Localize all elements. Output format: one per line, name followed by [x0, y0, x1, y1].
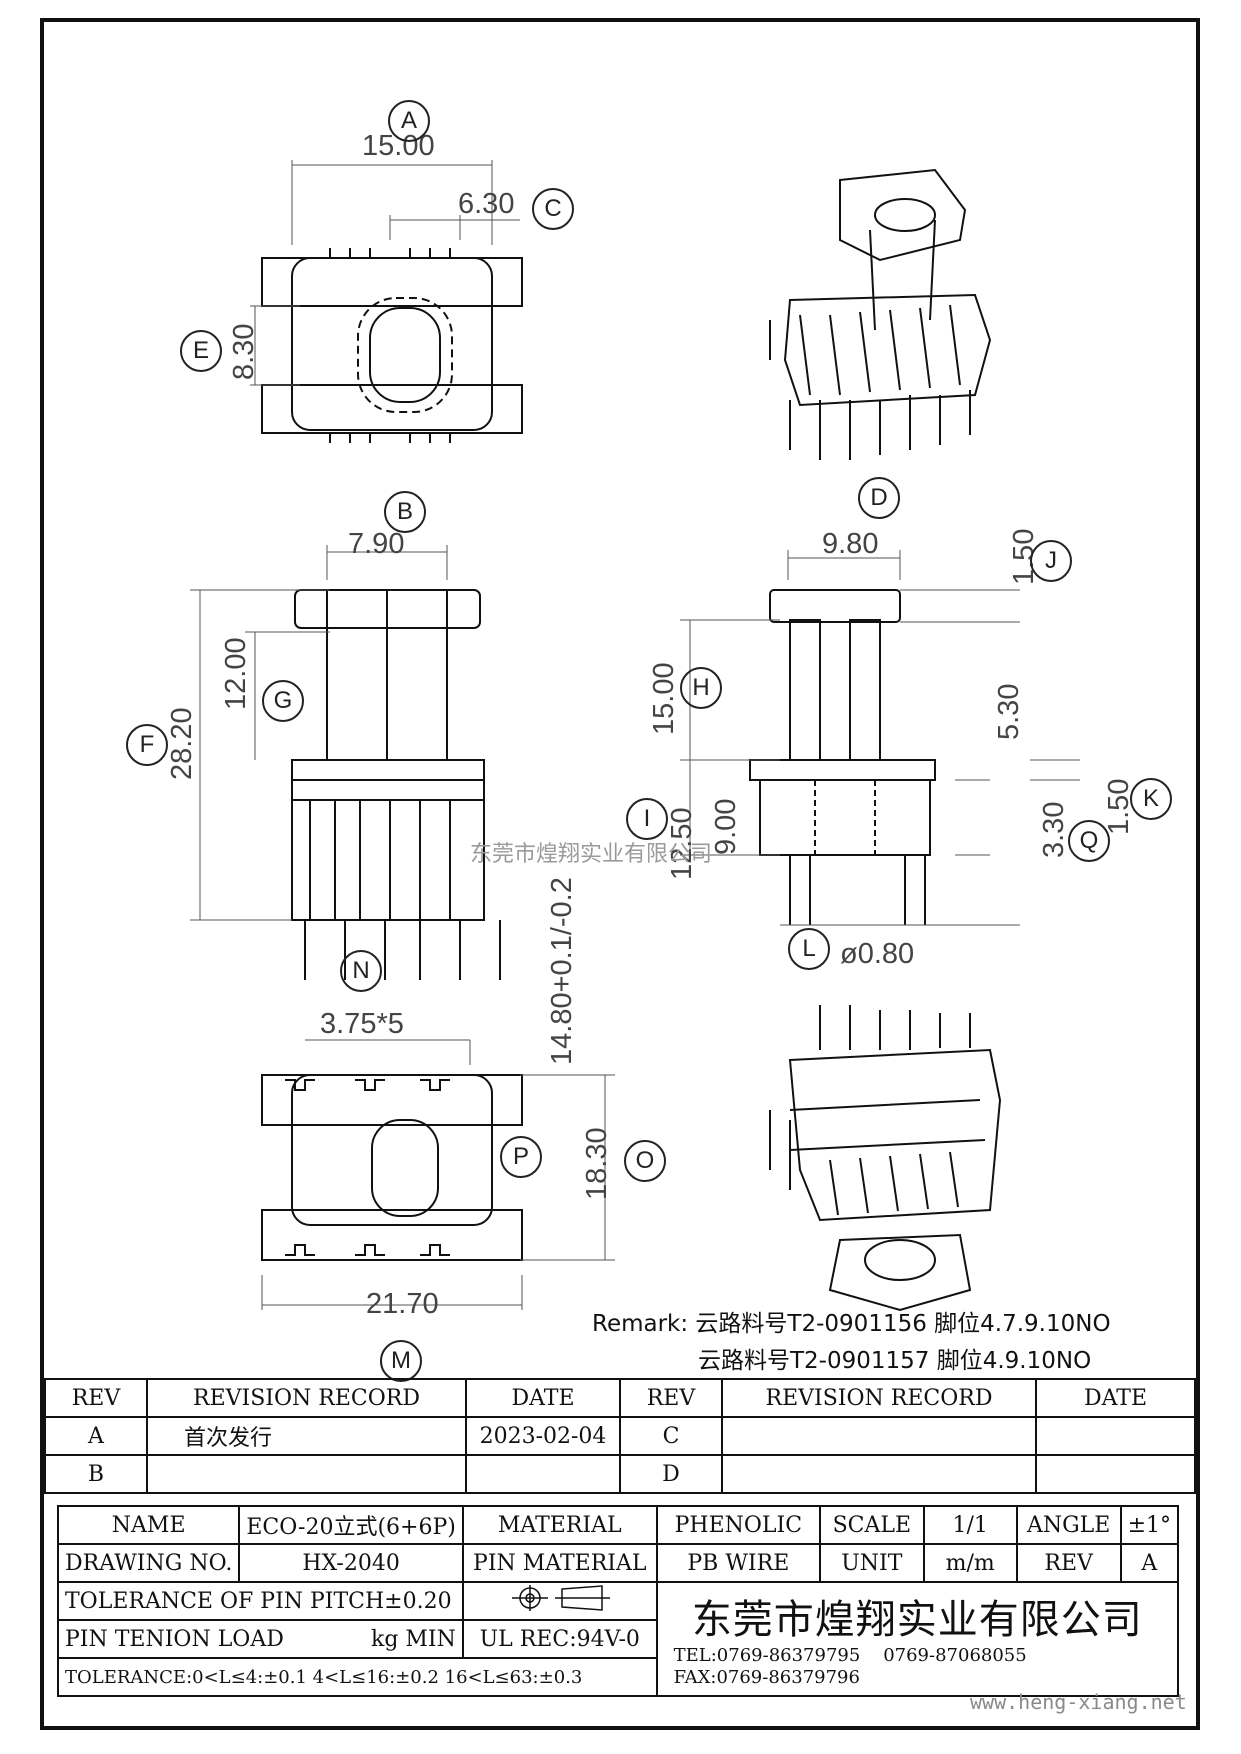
callout-b: B [384, 491, 426, 533]
dim-k: 1.50 [1103, 778, 1135, 835]
dim-g: 12.00 [220, 637, 252, 710]
top-view [250, 160, 523, 443]
rev-cell-2: D [619, 1454, 723, 1494]
tel: TEL:0769-86379795 [673, 1645, 861, 1666]
website: www.heng-xiang.net [970, 1690, 1187, 1714]
dim-m: 21.70 [366, 1288, 439, 1320]
rev-cell: A [44, 1416, 148, 1456]
front-view [190, 545, 501, 980]
rev-value: A [1119, 1543, 1180, 1583]
remark-line-2: 云路料号T2-0901157 脚位4.9.10NO [698, 1348, 1092, 1374]
scale-label: SCALE [818, 1505, 925, 1545]
scale-value: 1/1 [922, 1505, 1018, 1545]
name-label: NAME [56, 1505, 241, 1545]
callout-a: A [388, 100, 430, 142]
rev-label: REV [1015, 1543, 1122, 1583]
revision-record-header-2: REVISION RECORD [721, 1378, 1037, 1418]
callout-n: N [340, 950, 382, 992]
unit-value: m/m [922, 1543, 1018, 1583]
callout-d: D [858, 477, 900, 519]
drawing-sheet [40, 18, 1200, 1730]
rev-cell: B [44, 1454, 148, 1494]
third-angle-projection-icon [511, 1585, 610, 1611]
dim-i2: 9.00 [710, 798, 742, 855]
dim-n-center: 14.80+0.1/-0.2 [546, 877, 578, 1065]
unit-label: UNIT [818, 1543, 925, 1583]
general-tolerance: TOLERANCE:0<L≤4:±0.1 4<L≤16:±0.2 16<L≤63… [57, 1657, 658, 1697]
fax: FAX:0769-86379796 [673, 1667, 860, 1688]
rev-cell-2: C [619, 1416, 723, 1456]
callout-f: F [126, 724, 168, 766]
dim-c: 6.30 [458, 188, 515, 220]
callout-g: G [262, 680, 304, 722]
record-cell-2 [721, 1416, 1037, 1456]
callout-h: H [680, 667, 722, 709]
remark-line-1: Remark: 云路料号T2-0901156 脚位4.7.9.10NO [592, 1311, 1111, 1337]
dim-o: 18.30 [581, 1127, 613, 1200]
drawing-no-label: DRAWING NO. [56, 1543, 241, 1583]
material-value: PHENOLIC [655, 1505, 821, 1545]
record-cell: 首次发行 [146, 1416, 467, 1456]
company-block: 东莞市煌翔实业有限公司 TEL:0769-86379795 0769-87068… [655, 1581, 1180, 1697]
dim-f: 28.20 [166, 707, 198, 780]
pin-tension-cell: PIN TENION LOAD kg MIN [57, 1619, 464, 1659]
dim-b: 7.90 [348, 528, 405, 560]
date-header: DATE [465, 1378, 621, 1418]
dim-e: 8.30 [228, 323, 260, 380]
company-name: 东莞市煌翔实业有限公司 [691, 1597, 1143, 1643]
record-cell [146, 1454, 467, 1494]
dim-l: ø0.80 [840, 938, 915, 970]
dim-n-pitch: 3.75*5 [320, 1008, 404, 1040]
pin-material-label: PIN MATERIAL [461, 1543, 658, 1583]
date-cell-2 [1035, 1416, 1196, 1456]
callout-o: O [624, 1140, 666, 1182]
callout-i: I [626, 798, 668, 840]
pin-tension-label: PIN TENION LOAD [65, 1626, 284, 1652]
callout-e: E [180, 330, 222, 372]
pin-tension-value: kg MIN [371, 1626, 456, 1652]
title-block: NAME ECO-20立式(6+6P) MATERIAL PHENOLIC SC… [56, 1505, 1180, 1697]
dim-h2: 5.30 [993, 683, 1025, 740]
date-header-2: DATE [1035, 1378, 1196, 1418]
revision-table: REV REVISION RECORD DATE REV REVISION RE… [44, 1378, 1196, 1494]
revision-record-header: REVISION RECORD [146, 1378, 467, 1418]
name-value: ECO-20立式(6+6P) [238, 1505, 464, 1545]
date-cell-2 [1035, 1454, 1196, 1494]
callout-c: C [532, 188, 574, 230]
tel-2: 0769-87068055 [883, 1645, 1027, 1666]
callout-q: Q [1068, 820, 1110, 862]
tolerance-pin-pitch: TOLERANCE OF PIN PITCH±0.20 [57, 1581, 464, 1621]
rev-header: REV [44, 1378, 148, 1418]
isometric-view-bottom [769, 1005, 1002, 1312]
isometric-view-top [769, 168, 992, 460]
table-row: B D [44, 1454, 1196, 1494]
callout-l: L [788, 928, 830, 970]
table-row: A 首次发行 2023-02-04 C [44, 1416, 1196, 1456]
date-cell [465, 1454, 621, 1494]
callout-m: M [380, 1340, 422, 1382]
date-cell: 2023-02-04 [465, 1416, 621, 1456]
rev-header-2: REV [619, 1378, 723, 1418]
record-cell-2 [721, 1454, 1037, 1494]
callout-p: P [500, 1136, 542, 1178]
contact-info: TEL:0769-86379795 0769-87068055 FAX:0769… [664, 1645, 1171, 1689]
dim-q: 3.30 [1038, 801, 1070, 858]
angle-label: ANGLE [1015, 1505, 1122, 1545]
bottom-view [261, 1039, 615, 1310]
drawing-no-value: HX-2040 [238, 1543, 464, 1583]
side-view [680, 550, 1080, 926]
watermark: 东莞市煌翔实业有限公司 [470, 842, 713, 867]
material-label: MATERIAL [461, 1505, 658, 1545]
pin-material-value: PB WIRE [655, 1543, 821, 1583]
angle-value: ±1° [1119, 1505, 1180, 1545]
dim-d: 9.80 [822, 528, 879, 560]
ul-rating: UL REC:94V-0 [461, 1619, 658, 1659]
dim-h: 15.00 [648, 662, 680, 735]
projection-symbol [461, 1581, 658, 1621]
callout-k: K [1130, 778, 1172, 820]
callout-j: J [1030, 540, 1072, 582]
